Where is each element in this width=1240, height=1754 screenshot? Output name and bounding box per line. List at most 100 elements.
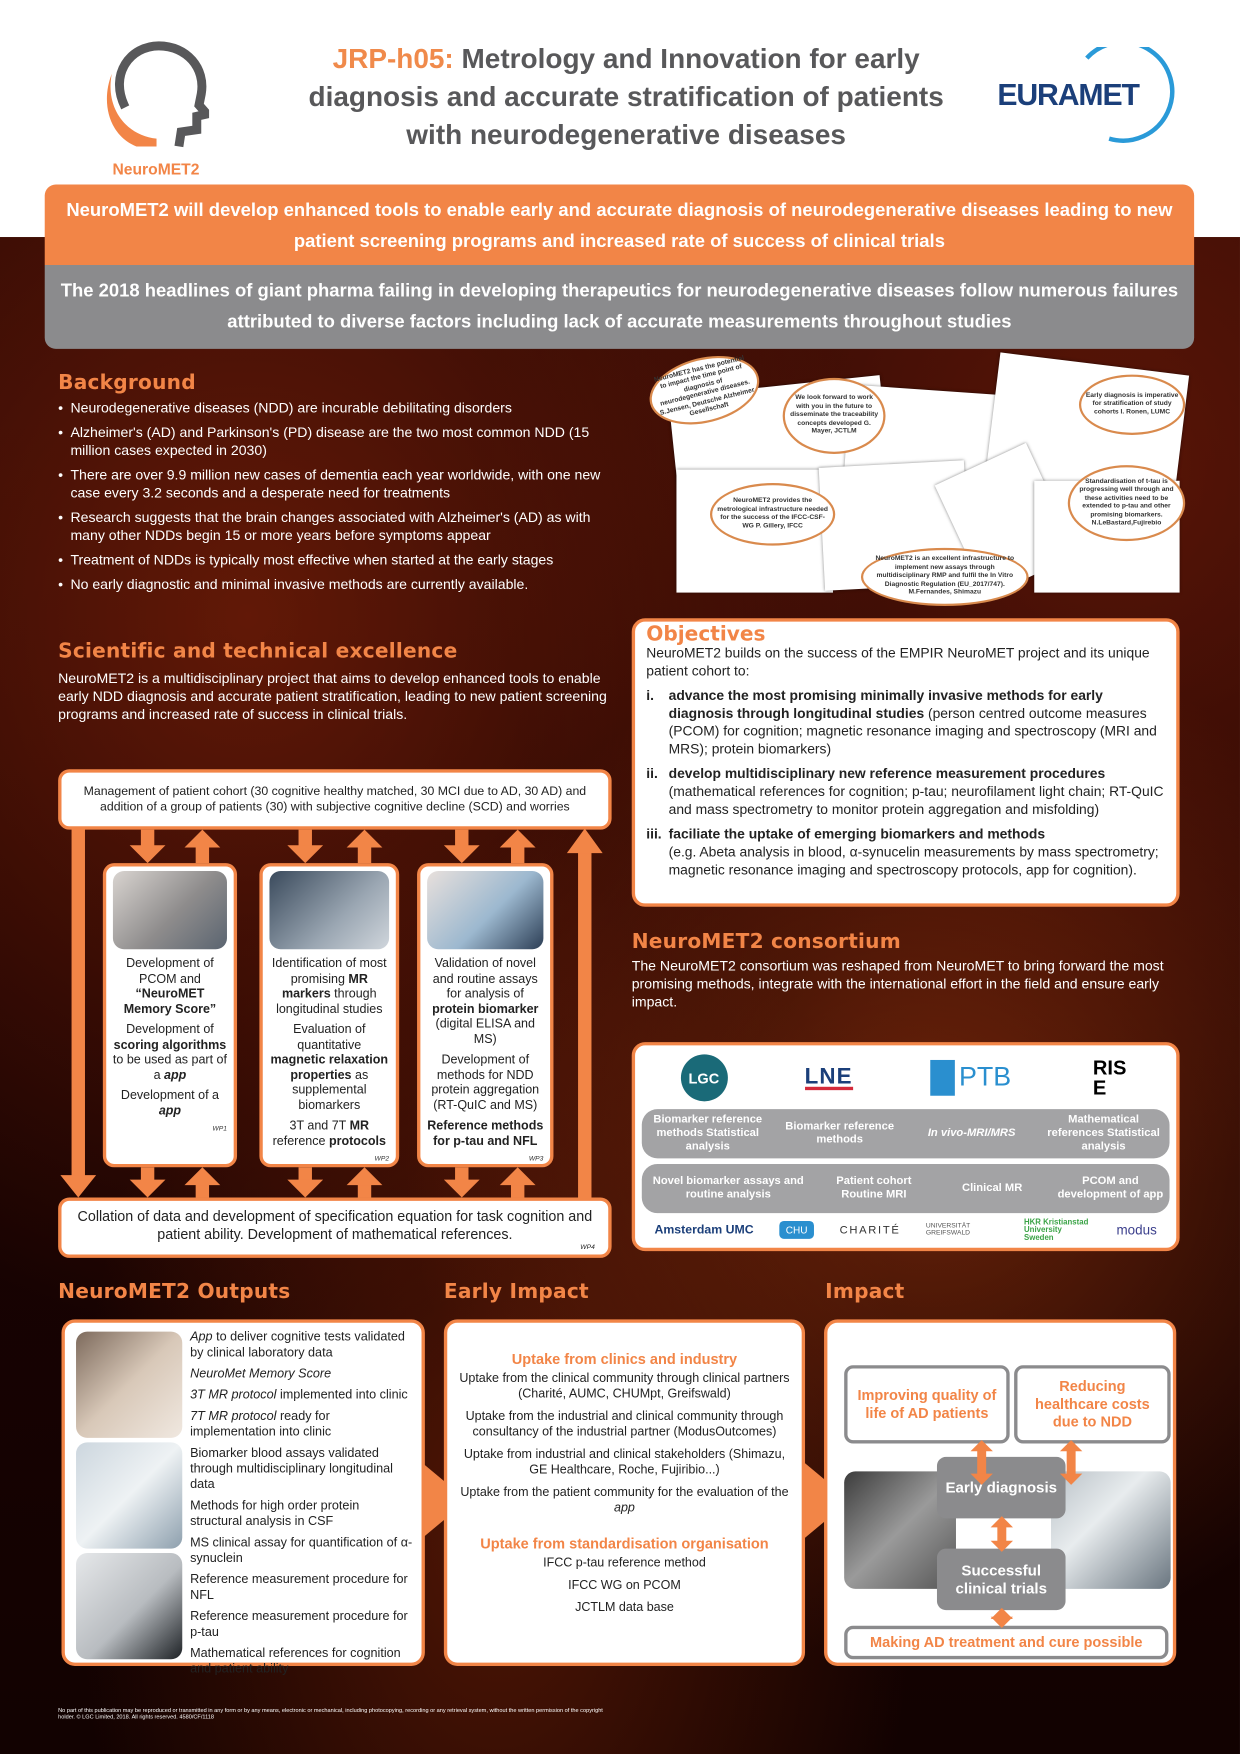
objectives-box: Objectives NeuroMET2 builds on the succe…	[631, 618, 1180, 907]
euramet-logo: EURAMET	[986, 40, 1187, 148]
hkr-logo: HKR Kristianstad University Sweden	[1024, 1218, 1089, 1242]
early-impact-box: Uptake from clinics and industry Uptake …	[443, 1319, 806, 1666]
context-banner: The 2018 headlines of giant pharma faili…	[44, 264, 1195, 349]
amsterdam-umc-logo: Amsterdam UMC	[654, 1223, 754, 1237]
wp3-label: WP3	[528, 1156, 544, 1163]
outputs-heading: NeuroMET2 Outputs	[58, 1280, 291, 1304]
wp1-text-2: Development of scoring algorithms to be …	[112, 1023, 227, 1082]
arrow-down-icon	[287, 1167, 324, 1198]
lne-logo: LNE	[804, 1063, 853, 1090]
uptake-item: JCTLM data base	[575, 1601, 674, 1615]
background-bullet: Neurodegenerative diseases (NDD) are inc…	[58, 399, 623, 417]
greifswald-logo: UNIVERSITÄT GREIFSWALD	[925, 1223, 971, 1237]
background-bullet: No early diagnostic and minimal invasive…	[58, 576, 623, 594]
output-item: Mathematical references for cognition an…	[190, 1646, 401, 1677]
partner-logos: Amsterdam UMC CHU CHARITÉ UNIVERSITÄT GR…	[642, 1213, 1170, 1247]
excellence-heading: Scientific and technical excellence	[58, 639, 458, 664]
key-message-banner: NeuroMET2 will develop enhanced tools to…	[44, 184, 1195, 265]
quote-bubble: We look forward to work with you in the …	[782, 377, 886, 454]
double-arrow-icon	[990, 1607, 1013, 1628]
medical-team-photo	[1051, 1471, 1171, 1589]
wp3-box: Validation of novel and routine assays f…	[417, 863, 554, 1168]
output-item: Methods for high order protein structura…	[190, 1499, 360, 1529]
support-letters-collage: NeuroMET2 has the potential to impact th…	[632, 345, 1190, 607]
role-pcom: PCOM and development of app	[1057, 1175, 1164, 1201]
wp1-text-1: Development of PCOM and “NeuroMET Memory…	[123, 957, 217, 1016]
quote-bubble: NeuroMET2 provides the metrological infr…	[709, 483, 836, 546]
data-collation-text: Collation of data and development of spe…	[77, 1207, 593, 1243]
arrow-down-icon	[443, 829, 480, 864]
background-bullet: Alzheimer's (AD) and Parkinson's (PD) di…	[58, 424, 623, 460]
standardisation-heading: Uptake from standardisation organisation	[480, 1535, 769, 1552]
background-heading: Background	[58, 371, 196, 395]
objective-item: iii.faciliate the uptake of emerging bio…	[646, 826, 1159, 878]
consortium-box: LGC LNE PTB RISE Biomarker reference met…	[631, 1042, 1180, 1252]
arrow-down-icon	[287, 829, 324, 864]
wp2-box: Identification of most promising MR mark…	[259, 863, 400, 1168]
role-clinical-mr: Clinical MR	[962, 1181, 1023, 1195]
wp1-box: Development of PCOM and “NeuroMET Memory…	[102, 863, 238, 1168]
background-bullet: There are over 9.9 million new cases of …	[58, 466, 623, 502]
clinical-trials-box: Successful clinical trials	[936, 1548, 1066, 1611]
modus-logo: modus	[1116, 1222, 1157, 1238]
title-text: Metrology and Innovation for early diagn…	[308, 43, 944, 151]
double-arrow-icon	[970, 1440, 993, 1485]
background-list: Neurodegenerative diseases (NDD) are inc…	[58, 399, 623, 600]
uptake-item: Uptake from the clinical community throu…	[459, 1371, 790, 1401]
impact-box: Improving quality of life of AD patients…	[824, 1319, 1177, 1666]
arrow-up-icon	[499, 829, 536, 864]
nmi-roles-row: Biomarker reference methods Statistical …	[641, 1109, 1170, 1159]
charite-logo: CHARITÉ	[839, 1223, 901, 1237]
data-analysis-photo	[76, 1553, 183, 1660]
nmi-logos: LGC LNE PTB RISE	[642, 1050, 1170, 1106]
project-code: JRP-h05:	[332, 43, 454, 75]
connector-bar	[71, 822, 85, 1179]
output-item: App to deliver cognitive tests validated…	[190, 1330, 405, 1360]
uptake-item: IFCC WG on PCOM	[568, 1578, 681, 1593]
arrow-down-icon	[129, 829, 166, 864]
output-item: MS clinical assay for quantification of …	[190, 1536, 413, 1566]
data-collation-box: Collation of data and development of spe…	[58, 1197, 612, 1258]
excellence-text: NeuroMET2 is a multidisciplinary project…	[58, 670, 607, 723]
quote-bubble: NeuroMET2 is an excellent infrastructure…	[860, 547, 1029, 607]
arrow-up-icon	[184, 1167, 221, 1198]
quality-of-life-box: Improving quality of life of AD patients	[844, 1365, 1010, 1444]
arrow-down-icon	[60, 1175, 97, 1198]
cohort-management-box: Management of patient cohort (30 cogniti…	[58, 769, 612, 830]
ptb-logo: PTB	[929, 1059, 1016, 1096]
role-lgc: Biomarker reference methods Statistical …	[653, 1113, 763, 1153]
role-lne: Biomarker reference methods	[785, 1120, 895, 1147]
wp2-text-3: 3T and 7T MR reference protocols	[272, 1119, 386, 1148]
arrow-up-icon	[346, 1167, 383, 1198]
connector-bar	[578, 850, 592, 1200]
wp3-text-3: Reference methods for p-tau and NFL	[427, 1119, 544, 1148]
rise-logo: RISE	[1092, 1056, 1127, 1100]
outputs-box: App to deliver cognitive tests validated…	[61, 1319, 425, 1676]
uptake-item: Uptake from industrial and clinical stak…	[463, 1447, 786, 1478]
uptake-item: Uptake from the industrial and clinical …	[465, 1409, 784, 1439]
smartphone-app-photo	[76, 1331, 183, 1438]
uptake-item: IFCC p-tau reference method	[543, 1556, 706, 1570]
logo-text: NeuroMET2	[112, 159, 200, 178]
wp2-text-1: Identification of most promising MR mark…	[271, 957, 387, 1016]
head-hand-icon	[106, 41, 216, 148]
partner-roles-row: Novel biomarker assays and routine analy…	[641, 1163, 1170, 1214]
objective-item: ii.develop multidisciplinary new referen…	[646, 765, 1164, 818]
wp2-text-2: Evaluation of quantitative magnetic rela…	[270, 1023, 389, 1112]
role-rise: Mathematical references Statistical anal…	[1047, 1113, 1160, 1153]
treatment-cure-box: Making AD treatment and cure possible	[844, 1625, 1169, 1660]
arrow-down-icon	[443, 1167, 480, 1198]
output-item: Reference measurement procedure for NFL	[190, 1573, 408, 1603]
laboratory-photo	[76, 1442, 183, 1549]
quote-bubble: Early diagnosis is imperative for strati…	[1078, 374, 1186, 435]
poster-title: JRP-h05: Metrology and Innovation for ea…	[302, 40, 950, 154]
output-item: 3T MR protocol implemented into clinic	[190, 1388, 408, 1403]
pcom-consultation-photo	[112, 870, 227, 950]
output-item: NeuroMet Memory Score	[190, 1367, 332, 1381]
wp3-text-1: Validation of novel and routine assays f…	[432, 957, 539, 1046]
impact-heading: Impact	[825, 1280, 905, 1304]
outputs-list: App to deliver cognitive tests validated…	[190, 1329, 413, 1677]
wp3-text-2: Development of methods for NDD protein a…	[431, 1053, 540, 1112]
neuromet2-logo: NeuroMET2	[103, 40, 216, 178]
early-impact-heading: Early Impact	[443, 1280, 589, 1304]
